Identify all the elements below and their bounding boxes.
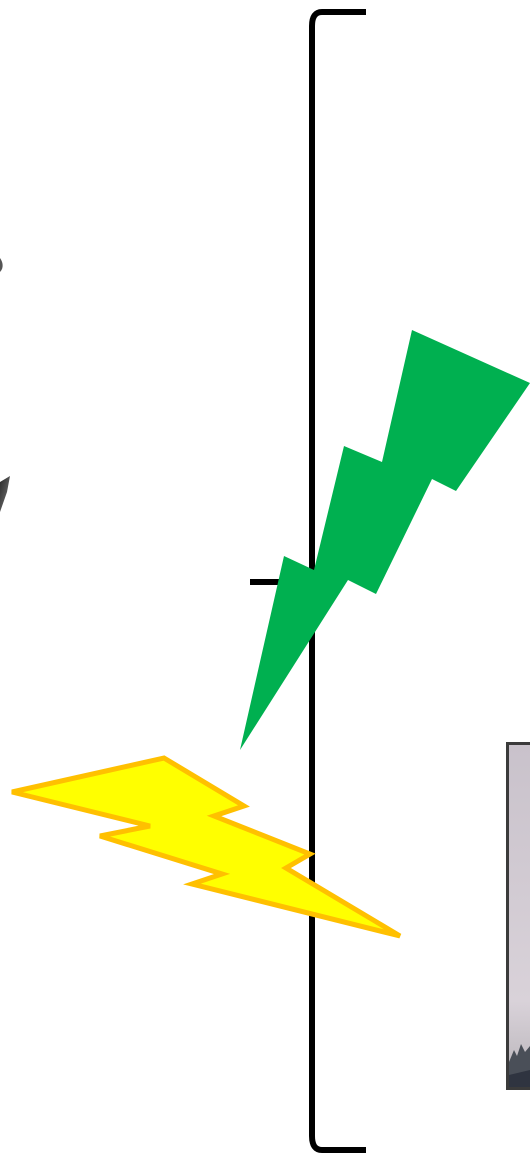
- yellow-lightning-bolt-icon: [12, 758, 400, 936]
- cropped-dark-shape-fragment: [0, 258, 10, 512]
- green-lightning-bolt-icon: [240, 330, 530, 750]
- cropped-photo-thumbnail: [506, 742, 530, 1090]
